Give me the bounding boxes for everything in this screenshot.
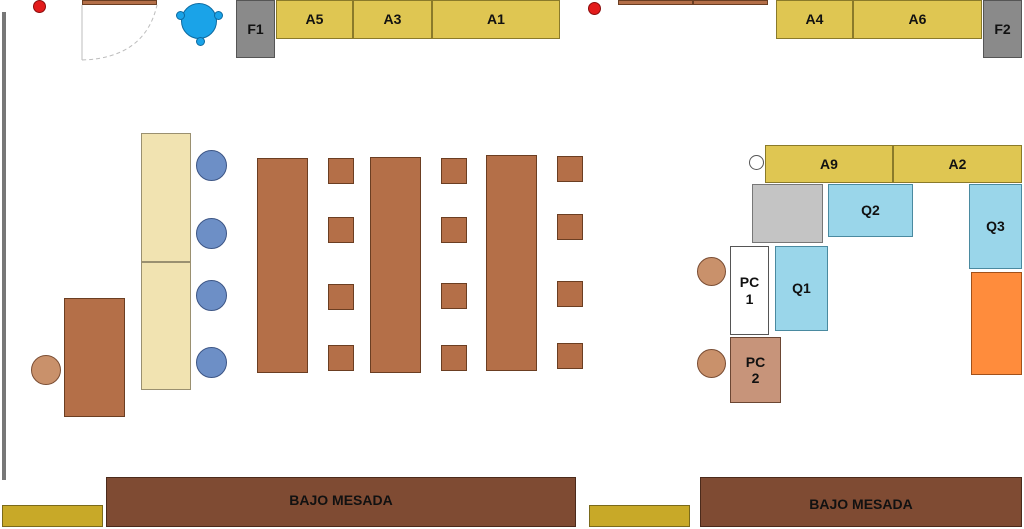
shelf-a9-label: A9 [820,155,838,172]
stool-c3-r1 [557,156,583,182]
teacher-desk [64,298,125,417]
shelf-a1: A1 [432,0,560,39]
pc-1-label: PC 1 [739,274,760,307]
shelf-a5-label: A5 [305,11,324,28]
under-counter-right-label: BAJO MESADA [809,495,913,512]
cabinet-f1: F1 [236,0,275,58]
blue-chair-1 [196,150,227,181]
shelf-a4: A4 [776,0,853,39]
stool-c1-r4 [328,345,354,371]
pc-2-label: PC 2 [745,353,766,386]
window-bar-top-right-2 [693,0,768,5]
cabinet-f2-label: F2 [994,20,1011,37]
under-counter-right: BAJO MESADA [700,477,1022,527]
stool-c2-r3 [441,283,467,309]
hood-q3-label: Q3 [986,218,1005,235]
stool-c2-r1 [441,158,467,184]
hood-q2-label: Q2 [861,202,880,219]
hood-q3: Q3 [969,184,1022,269]
shelf-a2: A2 [893,145,1022,183]
cabinet-f1-label: F1 [247,20,264,37]
hood-q1: Q1 [775,246,828,331]
base-strip-right [589,505,690,527]
blue-chair-3 [196,280,227,311]
pc-1: PC 1 [730,246,769,335]
stool-c2-r4 [441,345,467,371]
pc-2-operator-seat [697,349,726,378]
safety-shower-icon [181,3,217,39]
window-bar-top-right-1 [618,0,693,5]
fire-alarm-marker-right [588,2,601,15]
shelf-a3: A3 [353,0,432,39]
stool-c3-r2 [557,214,583,240]
stool-c1-r3 [328,284,354,310]
pc-2: PC 2 [730,337,781,403]
under-counter-left-label: BAJO MESADA [289,491,393,508]
under-counter-left: BAJO MESADA [106,477,576,527]
shelf-a1-label: A1 [487,11,505,28]
door-swing-arc [81,4,158,61]
left-wall [2,12,6,480]
shelf-a6: A6 [853,0,982,39]
hood-q2: Q2 [828,184,913,237]
hood-q1-label: Q1 [792,280,811,297]
fire-alarm-marker-left [33,0,46,13]
small-white-circle-marker [749,155,764,170]
blue-chair-4 [196,347,227,378]
safety-shower-nozzle-bottom [196,37,205,46]
stool-c1-r2 [328,217,354,243]
lab-table-2 [370,157,421,373]
stool-c3-r4 [557,343,583,369]
shelf-a6-label: A6 [908,11,927,28]
base-strip-left [2,505,103,527]
stool-c3-r3 [557,281,583,307]
safety-shower-nozzle-right [214,11,223,20]
teacher-seat [31,355,61,385]
stool-c1-r1 [328,158,354,184]
safety-shower-nozzle-left [176,11,185,20]
grey-equipment-box [752,184,823,243]
bench-upper [141,133,191,262]
door-top-left [82,0,157,5]
lab-table-1 [257,158,308,373]
shelf-a3-label: A3 [383,11,402,28]
stool-c2-r2 [441,217,467,243]
blue-chair-2 [196,218,227,249]
shelf-a9: A9 [765,145,893,183]
cabinet-f2: F2 [983,0,1022,58]
shelf-a2-label: A2 [948,155,967,172]
lab-table-3 [486,155,537,371]
orange-cabinet [971,272,1022,375]
shelf-a5: A5 [276,0,353,39]
pc-1-operator-seat [697,257,726,286]
shelf-a4-label: A4 [805,11,824,28]
bench-lower [141,262,191,390]
